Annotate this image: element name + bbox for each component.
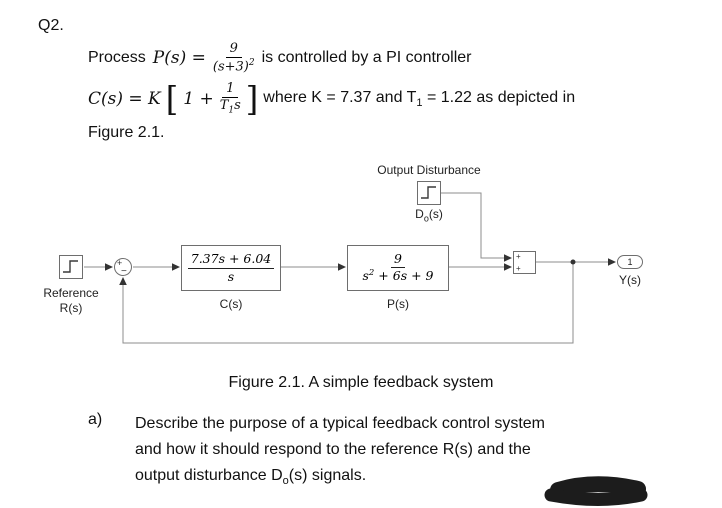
plant-block: 9 s2 + 6s + 9: [347, 245, 449, 291]
part-a-label: a): [88, 411, 103, 428]
fraction-denominator: (s+3)2: [212, 57, 255, 75]
wire-disturbance-to-sumblock: [441, 192, 506, 259]
disturbance-label: Do(s): [415, 207, 443, 224]
sum-minus-sign: −: [121, 266, 127, 277]
question-number: Q2.: [38, 17, 64, 34]
sum-junction: + −: [114, 258, 132, 277]
controller-transfer-function: 7.37s + 6.04 s: [187, 251, 275, 284]
part-a-line-1: Describe the purpose of a typical feedba…: [135, 415, 545, 432]
arrowhead-into-outport: [608, 258, 616, 266]
step-signal-icon: [63, 260, 78, 273]
part-a-text: Describe the purpose of a typical feedba…: [135, 411, 635, 494]
line1-math-lhs: P(s) =: [152, 48, 206, 68]
arrowhead-feedback-into-sum: [119, 277, 127, 285]
output-sum-block: + +: [513, 251, 536, 274]
close-bracket: ]: [245, 79, 259, 119]
output-signal-label: Y(s): [619, 273, 641, 287]
arrowhead-into-plant: [338, 263, 346, 271]
step-signal-icon: [421, 186, 436, 199]
sum-plus-sign: +: [117, 258, 123, 268]
line2-math-lhs: C(s) = K: [88, 89, 161, 109]
line2-inner: 1 +: [183, 89, 214, 109]
arrowhead-into-sumblock-top: [504, 254, 512, 262]
wire-feedback-loop: [122, 262, 574, 344]
process-fraction: 9 (s+3)2: [212, 41, 255, 75]
controller-label: C(s): [219, 297, 243, 311]
disturbance-title: Output Disturbance: [377, 163, 481, 177]
reference-signal-label: R(s): [59, 301, 83, 315]
arrowhead-into-sum: [105, 263, 113, 271]
controller-block: 7.37s + 6.04 s: [181, 245, 281, 291]
question-line-2: C(s) = K [ 1 + 1 T1s ] where K = 7.37 an…: [88, 79, 575, 119]
question-line-1: Process P(s) = 9 (s+3)2 is controlled by…: [88, 37, 471, 79]
plant-label: P(s): [387, 297, 409, 311]
fraction-numerator: 9: [225, 41, 242, 58]
reference-label: Reference: [43, 286, 99, 300]
open-bracket: [: [165, 79, 179, 119]
figure-caption: Figure 2.1. A simple feedback system: [228, 374, 494, 391]
sumblock-plus-bottom: +: [516, 264, 521, 273]
fraction-denominator: T1s: [219, 97, 241, 116]
arrowhead-into-controller: [172, 263, 180, 271]
reference-step-block: [59, 255, 83, 279]
plant-transfer-function: 9 s2 + 6s + 9: [362, 251, 434, 284]
outport-block: 1: [617, 255, 643, 269]
branch-dot: [570, 259, 576, 265]
line1-suffix: is controlled by a PI controller: [261, 49, 472, 66]
part-a-line-2: and how it should respond to the referen…: [135, 441, 531, 458]
sumblock-plus-top: +: [516, 252, 521, 261]
part-a-line-3: output disturbance Do(s) signals.: [135, 467, 367, 488]
line1-prefix: Process: [88, 49, 146, 66]
line2-where-clause: where K = 7.37 and T1 = 1.22 as depicted…: [263, 88, 576, 110]
question-line-3: Figure 2.1.: [88, 124, 165, 141]
controller-fraction: 1 T1s: [219, 81, 241, 117]
arrowhead-into-sumblock-bottom: [504, 263, 512, 271]
disturbance-step-block: [417, 181, 441, 205]
fraction-numerator: 1: [222, 81, 239, 98]
